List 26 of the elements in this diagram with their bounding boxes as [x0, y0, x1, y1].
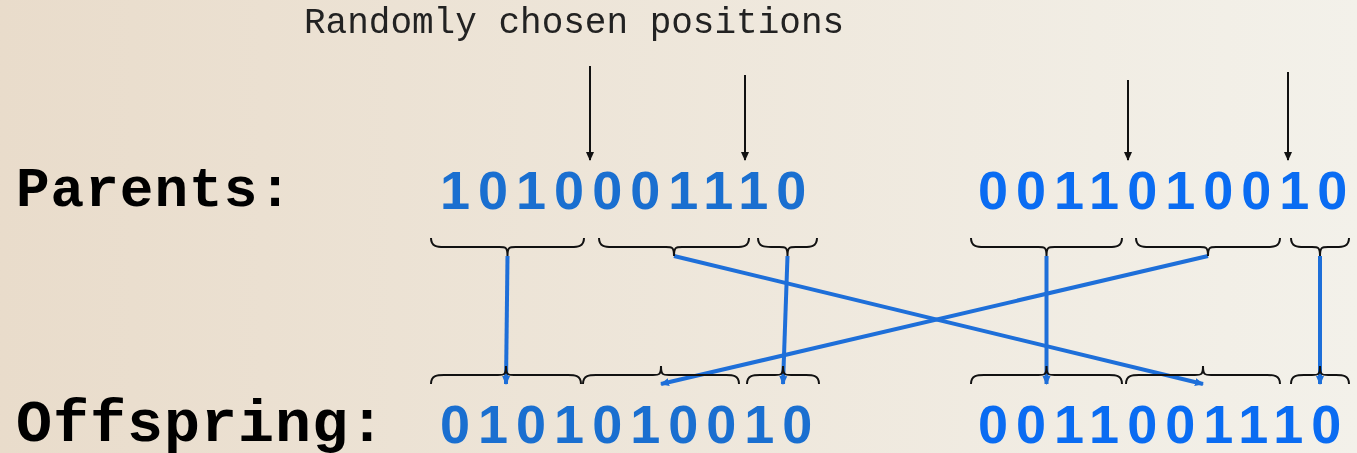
- arrow: [1124, 79, 1132, 161]
- curly-brace: [1290, 366, 1350, 384]
- arrow: [741, 74, 749, 161]
- curly-brace: [757, 238, 818, 256]
- arrow: [1042, 256, 1051, 385]
- curly-brace: [430, 238, 585, 256]
- curly-brace: [1290, 238, 1350, 256]
- bit-string: 1010001110: [440, 159, 816, 222]
- curly-brace: [1125, 366, 1281, 384]
- curly-brace: [598, 238, 750, 256]
- arrow: [1316, 256, 1324, 385]
- curly-brace: [582, 366, 740, 384]
- curly-brace: [970, 238, 1123, 256]
- curly-brace: [970, 366, 1123, 384]
- bit-string: 0101010010: [440, 393, 822, 453]
- bit-string: 0011010010: [978, 159, 1357, 222]
- curly-brace: [1135, 238, 1281, 256]
- caption-text: Randomly chosen positions: [304, 2, 845, 46]
- curly-brace: [746, 366, 820, 384]
- arrow: [779, 255, 790, 385]
- arrow: [1284, 71, 1292, 161]
- arrow: [502, 255, 511, 385]
- bit-string: 0011001110: [978, 393, 1351, 453]
- row-label: Parents:: [16, 160, 293, 222]
- arrow: [586, 65, 594, 161]
- curly-brace: [430, 366, 582, 384]
